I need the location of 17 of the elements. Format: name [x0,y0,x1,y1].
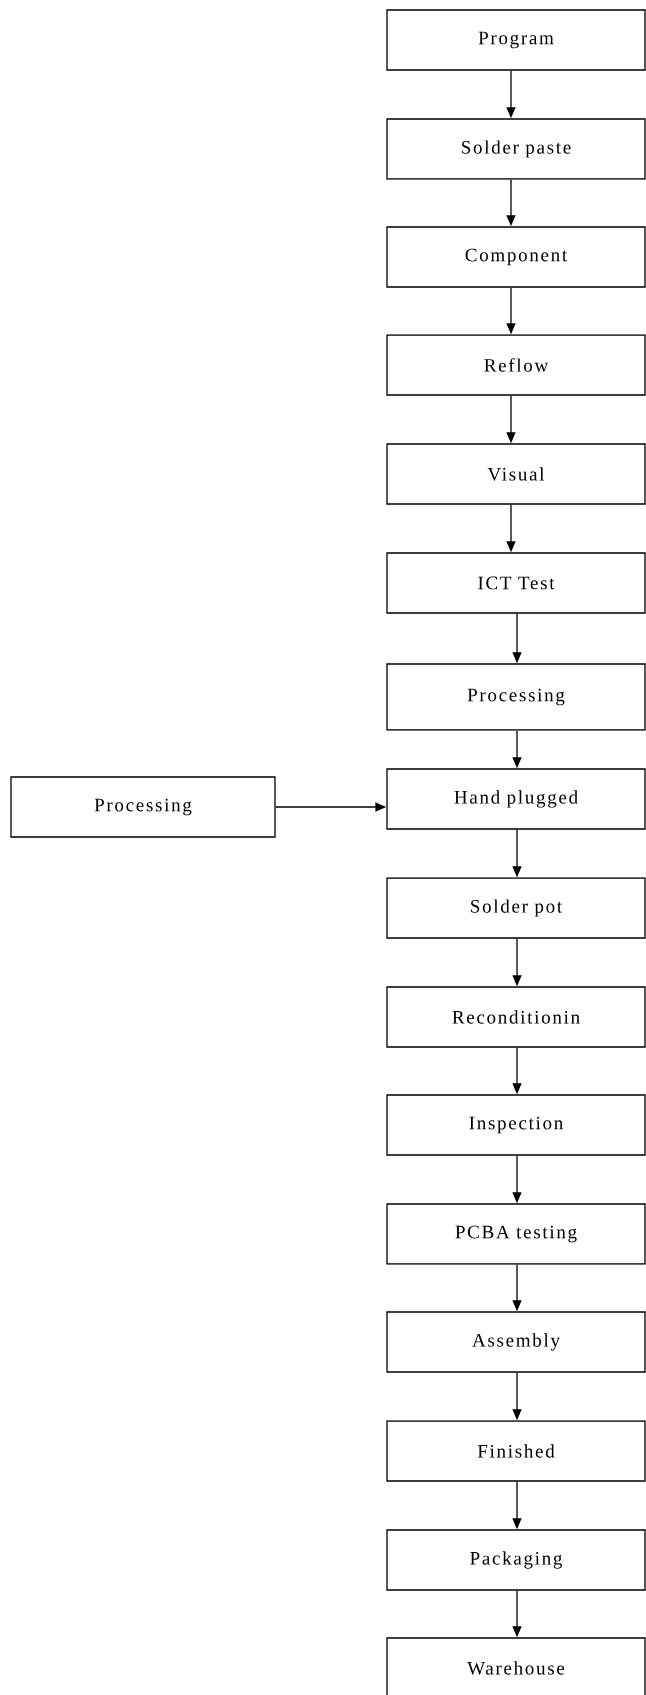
process-box: PCBA testing [386,1203,646,1265]
process-box: Finished [386,1420,646,1482]
process-box: Reconditionin [386,986,646,1048]
process-box: Processing [10,776,276,838]
process-box: Program [386,9,646,71]
process-box: Solder paste [386,118,646,180]
process-box: Component [386,226,646,288]
process-box: Solder pot [386,877,646,939]
process-box: Reflow [386,334,646,396]
process-box: ICT Test [386,552,646,614]
process-box: Warehouse [386,1637,646,1695]
process-box: Processing [386,663,646,731]
process-box: Visual [386,443,646,505]
process-box: Hand plugged [386,768,646,830]
process-box: Inspection [386,1094,646,1156]
process-box: Assembly [386,1311,646,1373]
process-box: Packaging [386,1529,646,1591]
